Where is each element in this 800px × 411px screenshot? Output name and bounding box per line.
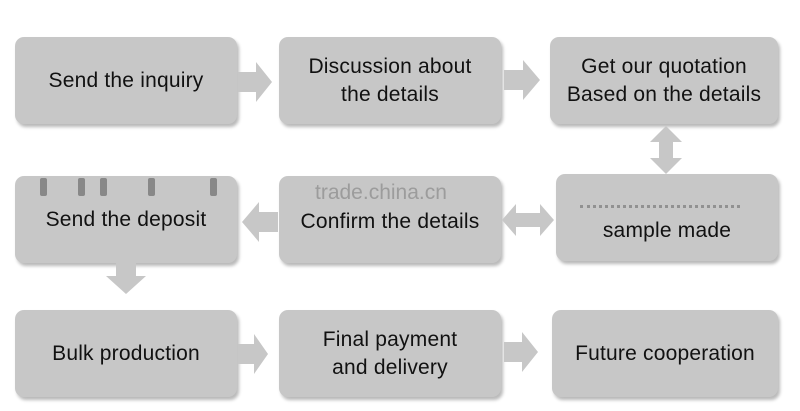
scan-artifact [100,178,107,196]
step-discussion: Discussion about the details [279,37,501,124]
step-label: Final payment and delivery [322,327,458,379]
step-label: Discussion about the details [308,54,472,106]
step-label: Confirm the details [300,209,480,233]
step-future-cooperation: Future cooperation [552,310,778,397]
scan-artifact [148,178,155,196]
scan-artifact [78,178,85,196]
step-label: Send the inquiry [48,68,204,92]
arrow-right-icon [504,60,540,100]
arrow-right-icon [504,332,538,372]
arrow-left-right-icon [502,204,554,236]
watermark: trade.china.cn [315,181,447,204]
scan-artifact [210,178,217,196]
step-quotation: Get our quotation Based on the details [550,37,778,124]
arrow-down-icon [106,262,146,294]
step-label: Future cooperation [575,341,755,365]
arrow-right-icon [238,334,268,374]
scan-artifact [40,178,47,196]
step-send-deposit: Send the deposit [15,176,237,263]
step-bulk-production: Bulk production [15,310,237,397]
arrow-right-icon [238,62,272,102]
step-sample-made: sample made [556,174,778,261]
step-confirm-details: Confirm the details [279,176,501,263]
arrow-left-icon [242,202,278,242]
step-final-payment: Final payment and delivery [279,310,501,397]
step-send-inquiry: Send the inquiry [15,37,237,124]
step-label: Get our quotation Based on the details [566,54,762,106]
arrow-up-down-icon [650,126,682,174]
step-label: Bulk production [52,341,200,365]
step-label: sample made [602,219,732,242]
step-label: Send the deposit [45,207,207,231]
scan-artifact [580,205,740,214]
